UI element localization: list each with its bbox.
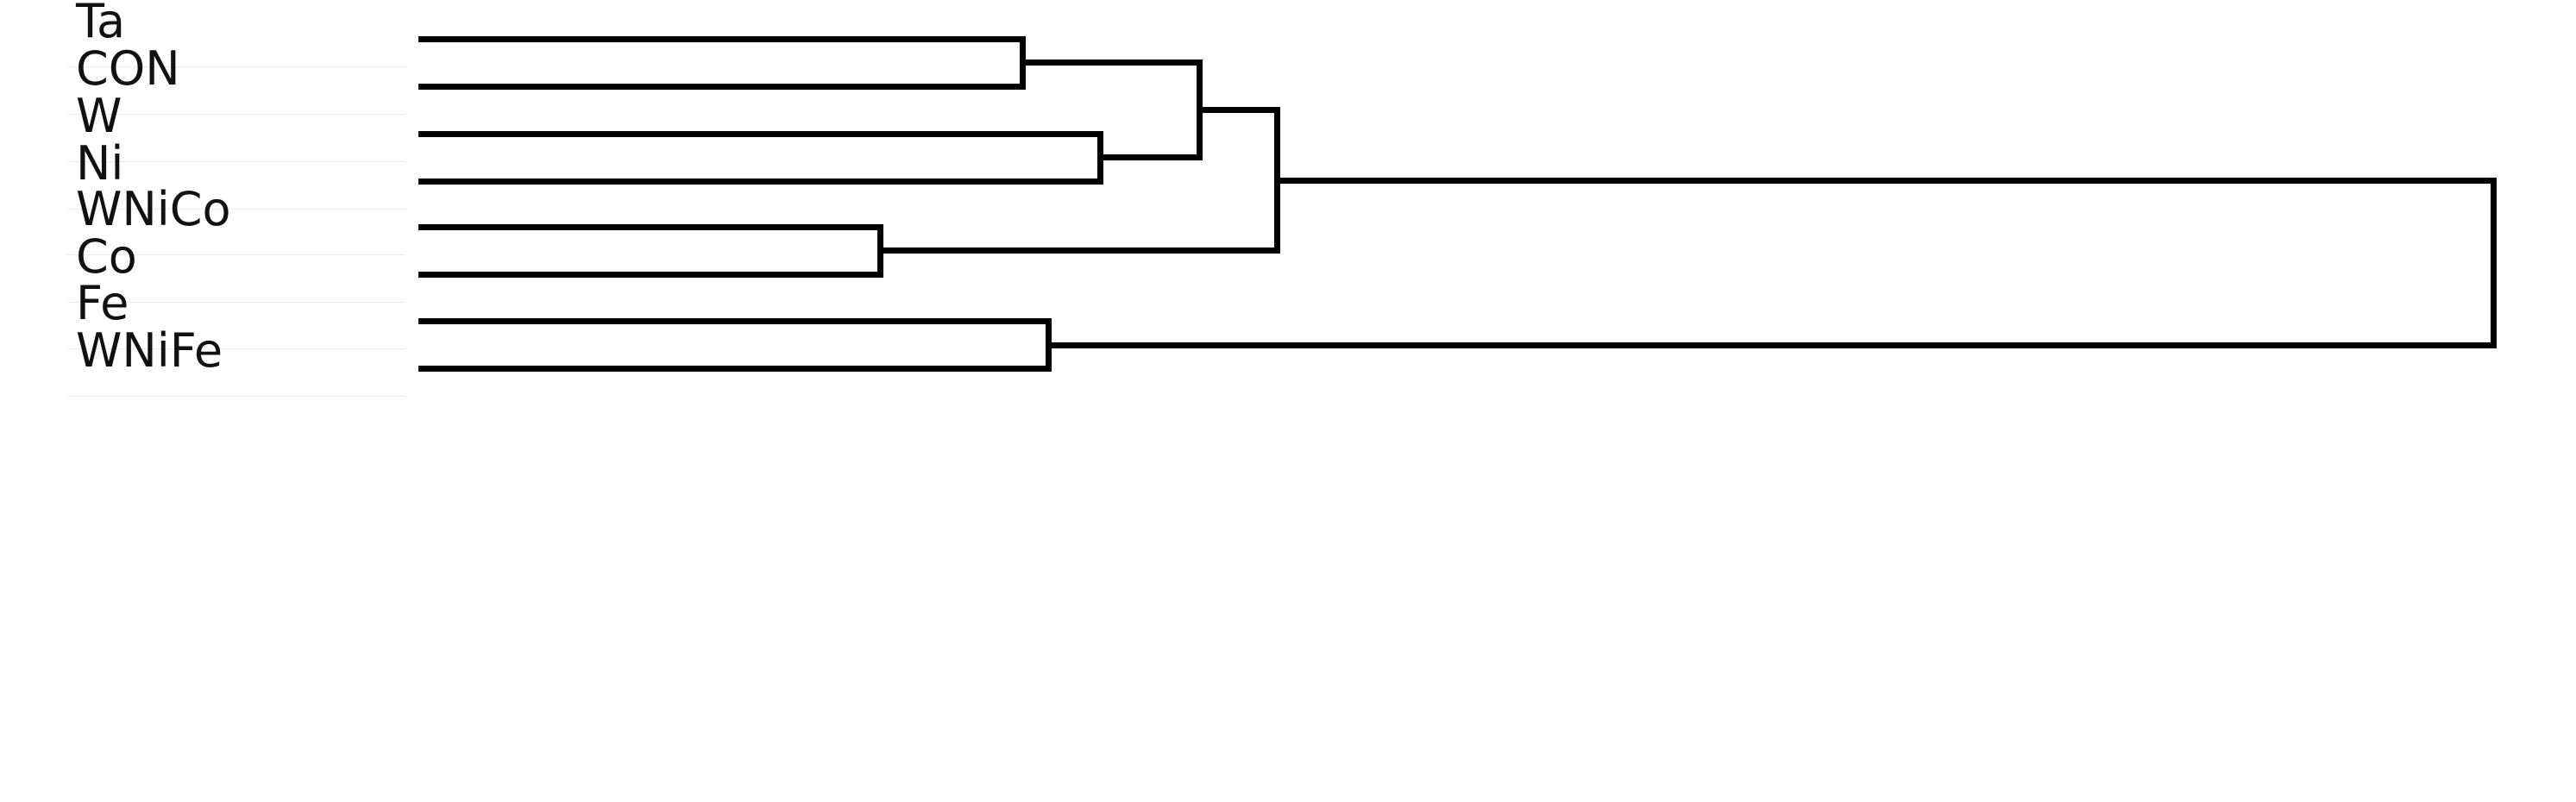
connector-wnico-co [877, 224, 883, 278]
leaf-line-fe [418, 318, 1051, 324]
leaf-co-label: Co [76, 229, 137, 284]
row-divider [67, 348, 405, 349]
node-line-six [1277, 178, 2496, 184]
connector-w-ni [1097, 131, 1103, 185]
leaf-line-ni [418, 179, 1103, 185]
connector-fe-wnife [1046, 318, 1052, 372]
row-divider [67, 302, 405, 303]
node-line-ta-con [1022, 60, 1202, 66]
connector-top4 [1197, 60, 1203, 160]
node-line-top4 [1199, 107, 1279, 113]
row-divider [67, 254, 405, 255]
node-line-fe-wnife [1048, 342, 2496, 348]
leaf-con-label: CON [76, 41, 180, 96]
leaf-ni-label: Ni [76, 136, 124, 191]
leaf-ta-label: Ta [76, 0, 126, 48]
leaf-line-co [418, 272, 883, 278]
leaf-line-ta [418, 36, 1025, 42]
row-divider [67, 209, 405, 210]
row-divider [67, 114, 405, 115]
leaf-line-wnife [418, 366, 1051, 372]
connector-root [2491, 178, 2497, 348]
leaf-wnico-label: WNiCo [76, 182, 231, 236]
row-divider [67, 396, 405, 397]
leaf-line-con [418, 84, 1025, 90]
row-divider [67, 66, 405, 67]
leaf-fe-label: Fe [76, 276, 129, 330]
node-line-wnico-co [880, 247, 1279, 254]
leaf-line-w [418, 131, 1103, 137]
connector-ta-con [1020, 36, 1026, 90]
node-line-w-ni [1100, 154, 1202, 160]
leaf-w-label: W [76, 89, 123, 143]
connector-six [1274, 107, 1280, 254]
leaf-wnife-label: WNiFe [76, 323, 223, 378]
leaf-line-wnico [418, 224, 883, 230]
row-divider [67, 161, 405, 162]
